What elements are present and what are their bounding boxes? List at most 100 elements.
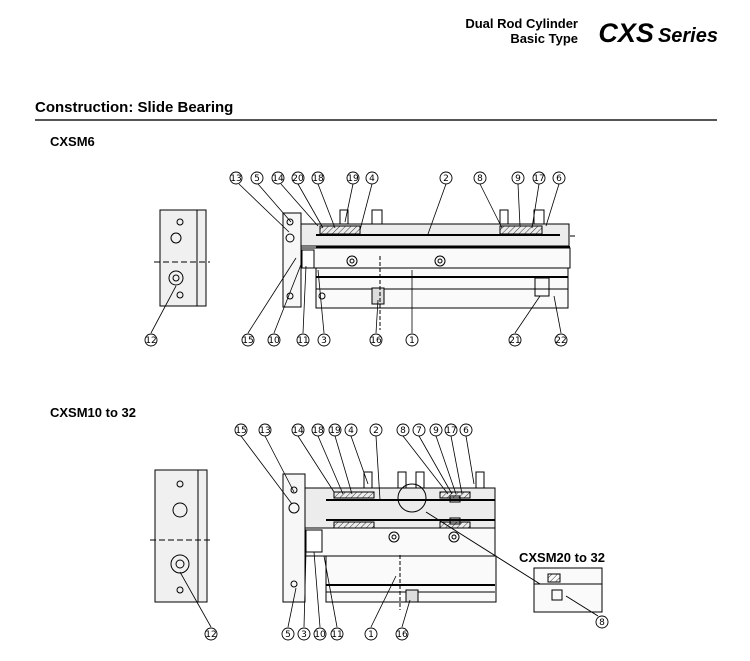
callout-17-a — [532, 171, 546, 185]
callout-14-b — [291, 423, 305, 437]
callout-17-b — [444, 423, 458, 437]
cxsm10-drawing — [150, 435, 603, 628]
callout-10-a — [267, 333, 281, 347]
callout-label-21: 21 — [509, 336, 520, 346]
callout-6-b — [459, 423, 473, 437]
callout-label-13: 13 — [230, 174, 241, 184]
callout-8-a — [473, 171, 487, 185]
section-rule — [35, 119, 717, 121]
callout-3-b — [297, 627, 311, 641]
callout-10-b — [313, 627, 327, 641]
callout-label-7: 7 — [416, 426, 422, 436]
section-title: Construction: Slide Bearing — [35, 99, 234, 116]
callout-label-18: 18 — [312, 426, 324, 436]
callout-label-19: 19 — [347, 174, 359, 184]
callout-label-5: 5 — [254, 174, 260, 184]
diagram-title-cxsm10-32: CXSM10 to 32 — [50, 405, 136, 420]
callout-19-a — [346, 171, 360, 185]
callout-11-b — [330, 627, 344, 641]
callout-label-4: 4 — [369, 174, 375, 184]
callout-label-15: 15 — [235, 426, 246, 436]
callout-label-2: 2 — [373, 426, 379, 436]
callout-1-b — [364, 627, 378, 641]
callout-18-b — [311, 423, 325, 437]
callout-label-6: 6 — [556, 174, 562, 184]
callout-9-b — [429, 423, 443, 437]
callout-3-a — [317, 333, 331, 347]
cxsm10-main-body — [282, 471, 497, 610]
callout-4-b — [344, 423, 358, 437]
callout-8-c — [595, 615, 609, 629]
callout-label-16: 16 — [396, 630, 408, 640]
callout-label-5: 5 — [285, 630, 291, 640]
callout-label-9: 9 — [433, 426, 439, 436]
callout-labels: 13 5 14 20 18 19 4 2 8 9 17 6 12 15 10 1… — [145, 174, 605, 640]
callout-14-a — [271, 171, 285, 185]
callout-label-3: 3 — [321, 336, 327, 346]
callout-16-b — [395, 627, 409, 641]
callout-label-17: 17 — [445, 426, 456, 436]
callout-label-4: 4 — [348, 426, 354, 436]
callouts — [144, 171, 609, 641]
callout-1-a — [405, 333, 419, 347]
callout-label-18: 18 — [312, 174, 324, 184]
cxsm6-drawing — [150, 183, 575, 334]
callout-label-12: 12 — [145, 336, 156, 346]
callout-label-10: 10 — [314, 630, 326, 640]
callout-19-b — [328, 423, 342, 437]
callout-18-a — [311, 171, 325, 185]
callout-label-15: 15 — [242, 336, 253, 346]
cxsm10-leaders — [179, 435, 475, 628]
callout-label-1: 1 — [409, 336, 415, 346]
callout-label-14: 14 — [272, 174, 284, 184]
callout-label-22: 22 — [555, 336, 566, 346]
callout-label-17: 17 — [533, 174, 544, 184]
callout-12-b — [204, 627, 218, 641]
callout-label-8: 8 — [477, 174, 483, 184]
cxsm10-end-view — [150, 469, 212, 603]
callout-22-a — [554, 333, 568, 347]
callout-13-a — [229, 171, 243, 185]
callout-5-b — [281, 627, 295, 641]
header-line2: Basic Type — [510, 31, 578, 46]
callout-label-10: 10 — [268, 336, 280, 346]
series-prefix: CXS — [598, 18, 654, 48]
callout-label-11: 11 — [297, 336, 308, 346]
callout-label-8: 8 — [599, 618, 605, 628]
callout-7-b — [412, 423, 426, 437]
callout-label-3: 3 — [301, 630, 307, 640]
cxsm20-detail-view — [425, 511, 603, 617]
callout-label-11: 11 — [331, 630, 342, 640]
callout-5-a — [250, 171, 264, 185]
callout-label-2: 2 — [443, 174, 449, 184]
cxsm6-end-view — [154, 209, 210, 307]
callout-label-9: 9 — [515, 174, 521, 184]
callout-label-14: 14 — [292, 426, 304, 436]
series-suffix: Series — [657, 25, 718, 47]
callout-11-a — [296, 333, 310, 347]
callout-2-a — [439, 171, 453, 185]
cxsm6-main-body — [282, 209, 575, 330]
callout-21-a — [508, 333, 522, 347]
callout-6-a — [552, 171, 566, 185]
callout-label-1: 1 — [368, 630, 374, 640]
callout-15-b — [234, 423, 248, 437]
callout-2-b — [369, 423, 383, 437]
callout-label-19: 19 — [329, 426, 341, 436]
callout-8-b — [396, 423, 410, 437]
callout-15-a — [241, 333, 255, 347]
callout-20-a — [291, 171, 305, 185]
callout-13-b — [258, 423, 272, 437]
diagram-title-cxsm20-32: CXSM20 to 32 — [519, 550, 605, 565]
callout-label-6: 6 — [463, 426, 469, 436]
callout-label-20: 20 — [292, 174, 304, 184]
callout-label-16: 16 — [370, 336, 382, 346]
callout-16-a — [369, 333, 383, 347]
callout-label-12: 12 — [205, 630, 216, 640]
callout-label-13: 13 — [259, 426, 270, 436]
callout-9-a — [511, 171, 525, 185]
callout-12-a — [144, 333, 158, 347]
